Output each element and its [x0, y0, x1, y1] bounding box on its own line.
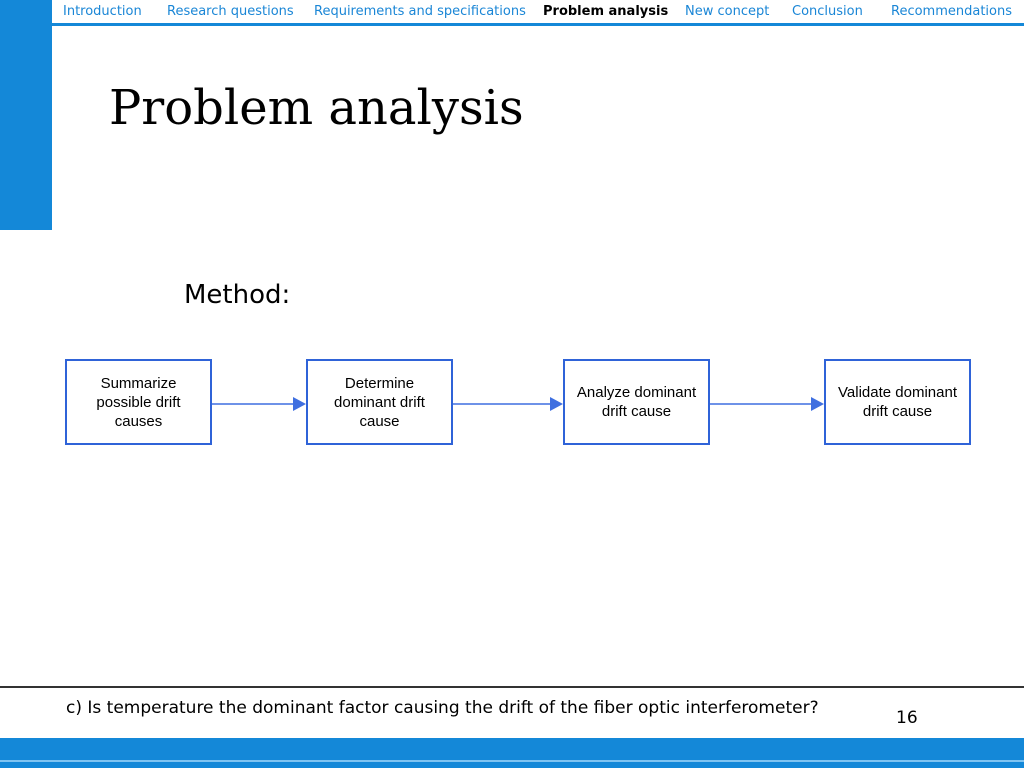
method-label: Method: [184, 280, 291, 310]
footer-band-stripe [0, 760, 1024, 762]
flow-step-analyze: Analyze dominant drift cause [563, 359, 710, 445]
footer-divider [0, 686, 1024, 688]
nav-item-new-concept[interactable]: New concept [685, 4, 770, 19]
footer-band [0, 738, 1024, 768]
nav-item-requirements-and-specifications[interactable]: Requirements and specifications [314, 4, 526, 19]
research-question-text: c) Is temperature the dominant factor ca… [66, 698, 819, 718]
nav-item-problem-analysis[interactable]: Problem analysis [543, 4, 669, 19]
nav-item-conclusion[interactable]: Conclusion [792, 4, 863, 19]
flow-step-validate: Validate dominant drift cause [824, 359, 971, 445]
flow-arrow-1 [212, 396, 306, 412]
nav-underline [52, 23, 1024, 26]
page-number: 16 [896, 708, 918, 728]
flow-step-determine: Determine dominant drift cause [306, 359, 453, 445]
nav-item-introduction[interactable]: Introduction [63, 4, 142, 19]
flow-step-summarize: Summarize possible drift causes [65, 359, 212, 445]
section-nav: Introduction Research questions Requirem… [52, 0, 1024, 23]
flow-arrow-3 [710, 396, 824, 412]
side-accent-bar [0, 0, 52, 230]
nav-item-recommendations[interactable]: Recommendations [891, 4, 1013, 19]
nav-item-research-questions[interactable]: Research questions [167, 4, 294, 19]
page-title: Problem analysis [109, 80, 524, 136]
flow-arrow-2 [453, 396, 563, 412]
